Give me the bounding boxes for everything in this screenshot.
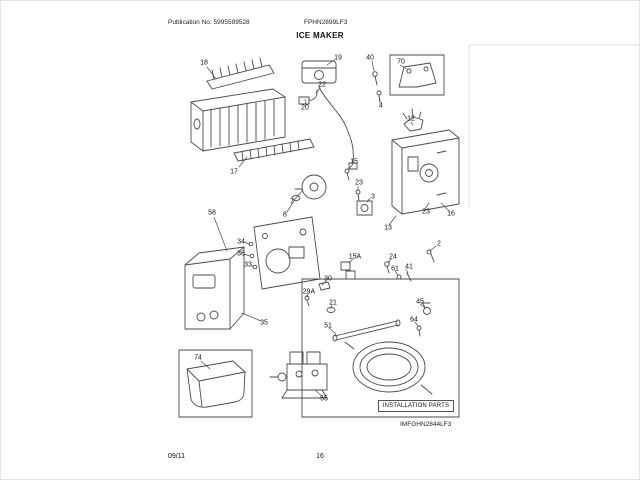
fill-tube	[332, 319, 401, 342]
part-callout-24: 24	[389, 253, 397, 261]
part-callout-64: 64	[410, 316, 418, 324]
scan-artifact-lines	[468, 44, 639, 207]
part-callout-51: 51	[324, 322, 332, 330]
part-callout-55: 55	[320, 395, 328, 403]
part-callout-41: 41	[405, 263, 413, 271]
part-callout-33: 33	[244, 261, 252, 269]
ejector-comb	[233, 138, 315, 162]
diagram-code: IMFGHN2844LF3	[400, 421, 452, 428]
part-callout-7: 7	[290, 198, 294, 206]
installation-parts-box	[301, 278, 460, 418]
part-callout-45: 45	[416, 298, 424, 306]
ice-bin-box	[178, 349, 253, 418]
water-line-coil	[344, 341, 433, 395]
part-callout-35: 35	[260, 319, 268, 327]
page-title: ICE MAKER	[296, 31, 344, 40]
front-cover	[184, 246, 245, 330]
publication-number: Publication No: 5995599528	[168, 19, 250, 26]
part-callout-4: 4	[379, 102, 383, 110]
model-number: FPHN2899LF3	[304, 19, 348, 26]
part-callout-34: 34	[237, 238, 245, 246]
part-callout-12: 12	[407, 115, 415, 123]
ice-maker-body	[190, 88, 286, 152]
footer-page-number: 16	[316, 453, 324, 460]
part-callout-74: 74	[194, 354, 202, 362]
part-callout-15: 15	[350, 158, 358, 166]
small-parts-mid	[304, 249, 435, 313]
part-callout-40: 40	[366, 54, 374, 62]
wiring-plug	[402, 108, 424, 132]
motor-cover	[301, 60, 337, 84]
bracket-box	[389, 54, 445, 96]
ice-bin	[186, 360, 246, 408]
part-callout-18: 18	[200, 59, 208, 67]
part-callout-8: 8	[283, 211, 287, 219]
control-housing	[391, 129, 460, 215]
part-callout-30: 30	[324, 275, 332, 283]
part-callout-36: 36	[237, 250, 245, 258]
part-callout-61: 61	[391, 265, 399, 273]
water-valve	[269, 351, 328, 399]
wire-harness	[298, 86, 358, 170]
installation-parts-label: INSTALLATION PARTS	[378, 400, 454, 412]
footer-date: 09/11	[168, 453, 185, 460]
part-callout-23: 23	[422, 208, 430, 216]
leader-lines	[200, 59, 450, 398]
part-callout-13: 13	[384, 224, 392, 232]
tube-clamp	[416, 302, 431, 337]
part-callout-21: 21	[329, 299, 337, 307]
part-callout-70: 70	[397, 58, 405, 66]
part-callout-22: 22	[318, 81, 326, 89]
part-callout-15A: 15A	[348, 253, 362, 261]
part-callout-17: 17	[230, 168, 238, 176]
part-callout-19: 19	[334, 54, 342, 62]
part-callout-16: 16	[447, 210, 455, 218]
part-callout-23: 23	[355, 179, 363, 187]
part-callout-29A: 29A	[302, 288, 316, 296]
part-callout-2: 2	[437, 240, 441, 248]
part-callout-20: 20	[301, 104, 309, 112]
thermostat-dial	[291, 174, 327, 201]
part-callout-3: 3	[371, 193, 375, 201]
part-callout-58: 58	[208, 209, 216, 217]
